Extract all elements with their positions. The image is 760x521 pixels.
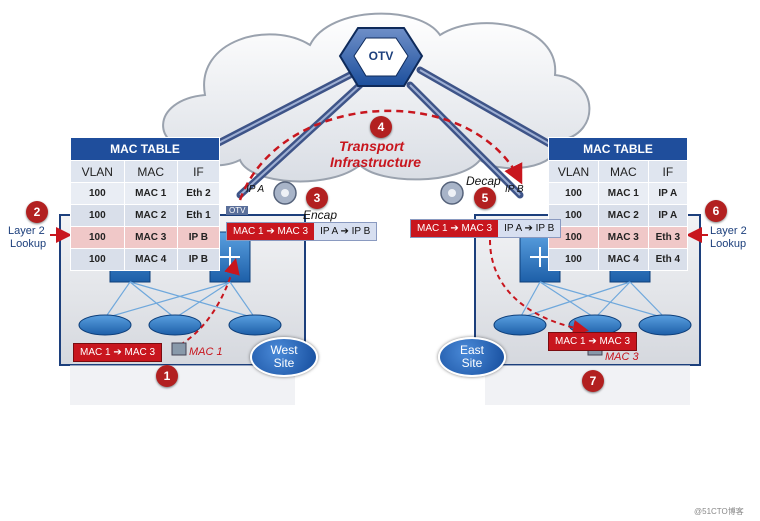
table-cell: 100: [70, 182, 125, 205]
west-host-label: MAC 1: [189, 346, 223, 358]
east-col-mac: MAC: [598, 160, 649, 183]
table-cell: 100: [548, 248, 599, 271]
west-mesh: [104, 281, 256, 319]
step-5-badge: 5: [474, 187, 496, 209]
step-7-badge: 7: [582, 370, 604, 392]
east-decap-label: Decap: [466, 174, 501, 188]
west-otv-device-label: OTV: [226, 206, 249, 215]
watermark: @51CTO博客: [694, 507, 744, 516]
table-cell: MAC 3: [598, 226, 649, 249]
otv-hub: [338, 27, 424, 87]
table-cell: MAC 2: [598, 204, 649, 227]
transport-cloud: [162, 12, 591, 183]
east-site-label-line1: East: [459, 343, 484, 357]
west-access-switches: [78, 314, 282, 336]
east-lookup-label-line2: Lookup: [710, 238, 747, 250]
decap-gear-icon: [440, 181, 464, 205]
west-mac-table-title: MAC TABLE: [70, 137, 220, 161]
table-cell: Eth 4: [647, 248, 689, 271]
west-site-label-line2: Site: [273, 356, 295, 370]
east-decap-packet-ip: IP A ➔ IP B: [504, 223, 555, 234]
table-cell: IP A: [647, 204, 689, 227]
table-cell: MAC 1: [598, 182, 649, 205]
west-encap-label: Encap: [303, 208, 338, 222]
east-mesh: [519, 281, 666, 319]
west-flow-arrow: [179, 258, 240, 346]
east-col-if: IF: [647, 160, 689, 183]
table-cell: 100: [70, 226, 125, 249]
transport-label-line1: Transport: [339, 138, 405, 154]
encap-gear-icon: [273, 181, 297, 205]
transport-label-line2: Infrastructure: [330, 154, 422, 170]
otv-hub-label: OTV: [368, 49, 394, 63]
table-cell: 100: [70, 248, 125, 271]
table-cell: IP A: [647, 182, 689, 205]
step-4-badge: 4: [370, 116, 392, 138]
east-mac-table-title: MAC TABLE: [548, 137, 688, 161]
west-encap-packet-mac: MAC 1 ➔ MAC 3: [227, 223, 315, 240]
west-lookup-label-line1: Layer 2: [8, 225, 45, 237]
table-cell: 100: [548, 182, 599, 205]
east-decap-packet: MAC 1 ➔ MAC 3 IP A ➔ IP B: [410, 219, 562, 238]
east-site-label-line2: Site: [461, 356, 483, 370]
east-flow-arrow: [489, 239, 589, 336]
west-col-vlan: VLAN: [70, 160, 125, 183]
east-decap-packet-mac: MAC 1 ➔ MAC 3: [411, 220, 499, 237]
step-1-badge: 1: [156, 365, 178, 387]
table-cell: MAC 1: [123, 182, 178, 205]
table-cell: IP B: [176, 226, 221, 249]
east-col-vlan: VLAN: [548, 160, 599, 183]
east-host-label: MAC 3: [605, 351, 639, 363]
step-3-badge: 3: [306, 187, 328, 209]
step-2-badge: 2: [26, 201, 48, 223]
table-cell: Eth 2: [176, 182, 221, 205]
table-cell: Eth 1: [176, 204, 221, 227]
west-lookup-label-line2: Lookup: [10, 238, 47, 250]
west-col-mac: MAC: [123, 160, 178, 183]
transport-path-arrow: [238, 109, 523, 201]
table-cell: MAC 2: [123, 204, 178, 227]
table-cell: IP B: [176, 248, 221, 271]
west-col-if: IF: [176, 160, 221, 183]
west-ip-label: IP A: [246, 184, 265, 195]
west-site-label-line1: West: [270, 343, 298, 357]
west-encap-packet: MAC 1 ➔ MAC 3 IP A ➔ IP B: [226, 222, 378, 241]
east-lookup-label-line1: Layer 2: [710, 225, 747, 237]
table-cell: 100: [70, 204, 125, 227]
step-6-badge: 6: [705, 200, 727, 222]
west-encap-packet-ip: IP A ➔ IP B: [320, 226, 371, 237]
table-cell: MAC 4: [598, 248, 649, 271]
west-host-packet: MAC 1 ➔ MAC 3: [73, 343, 163, 362]
table-cell: MAC 4: [123, 248, 178, 271]
west-host: [171, 342, 187, 356]
east-ip-label: IP B: [505, 184, 524, 195]
east-host-packet: MAC 1 ➔ MAC 3: [548, 332, 638, 351]
table-cell: MAC 3: [123, 226, 178, 249]
table-cell: Eth 3: [647, 226, 689, 249]
